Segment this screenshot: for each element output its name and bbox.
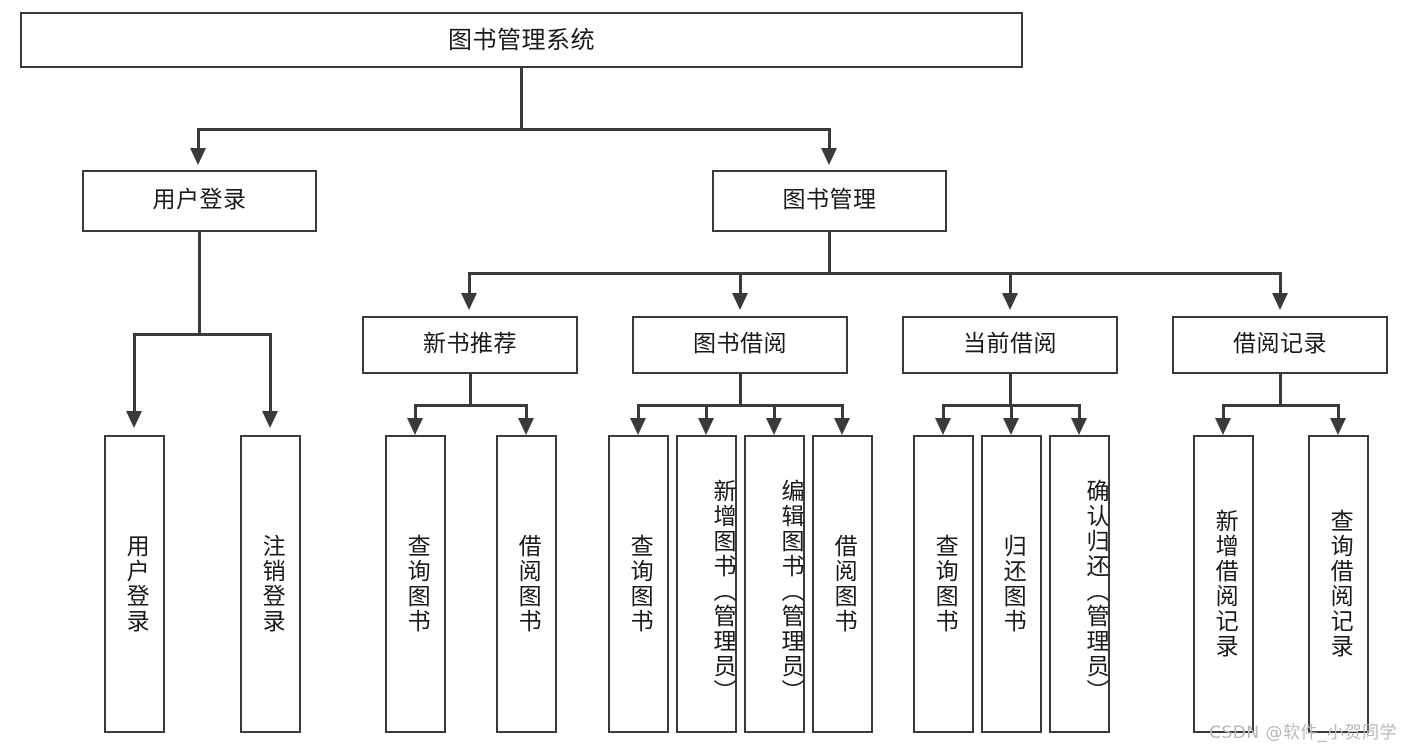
- edge-borrow-record-split-bar: [1222, 404, 1339, 407]
- arrow-bm-to-current-borrow: [1002, 293, 1018, 310]
- leaf-book-borrow-2[interactable]: 编辑图书（管理员）: [744, 435, 805, 733]
- edge-book-management-trunk: [828, 232, 831, 274]
- edge-user-login-to-leaf-0: [133, 333, 136, 413]
- edge-new-book-to-leaf-0: [414, 404, 417, 422]
- leaf-borrow-record-1[interactable]: 查询借阅记录: [1308, 435, 1369, 733]
- edge-borrow-record-to-leaf-1: [1337, 404, 1340, 422]
- edge-current-borrow-trunk: [1009, 374, 1012, 406]
- arrow-root-to-user-login: [190, 148, 206, 165]
- edge-borrow-record-to-leaf-0: [1222, 404, 1225, 422]
- edge-root-to-user-login: [197, 128, 200, 150]
- node-book-management[interactable]: 图书管理: [712, 170, 947, 232]
- arrow-bm-to-borrow-record: [1272, 293, 1288, 310]
- arrow-current-borrow-to-leaf-0: [935, 418, 951, 435]
- edge-new-book-split-bar: [414, 404, 527, 407]
- arrow-user-login-to-leaf-1: [262, 411, 278, 428]
- arrow-book-borrow-to-leaf-3: [834, 418, 850, 435]
- arrow-new-book-to-leaf-1: [518, 418, 534, 435]
- arrow-book-borrow-to-leaf-1: [698, 418, 714, 435]
- edge-user-login-to-leaf-1: [269, 333, 272, 413]
- node-book-borrow[interactable]: 图书借阅: [632, 316, 848, 374]
- arrow-current-borrow-to-leaf-2: [1071, 418, 1087, 435]
- arrow-new-book-to-leaf-0: [407, 418, 423, 435]
- leaf-user-login-1[interactable]: 注销登录: [240, 435, 301, 733]
- edge-book-borrow-split-bar: [637, 404, 843, 407]
- node-user-login[interactable]: 用户登录: [82, 170, 317, 232]
- leaf-current-borrow-0[interactable]: 查询图书: [913, 435, 974, 733]
- leaf-borrow-record-0[interactable]: 新增借阅记录: [1193, 435, 1254, 733]
- edge-book-borrow-to-leaf-1: [705, 404, 708, 422]
- edge-bm-to-borrow-record: [1279, 272, 1282, 295]
- leaf-book-borrow-1[interactable]: 新增图书（管理员）: [676, 435, 737, 733]
- arrow-borrow-record-to-leaf-1: [1330, 418, 1346, 435]
- edge-book-management-split-bar: [468, 272, 1281, 275]
- edge-bm-to-book-borrow: [739, 272, 742, 295]
- node-new-book-recommend[interactable]: 新书推荐: [362, 316, 578, 374]
- leaf-book-borrow-0[interactable]: 查询图书: [608, 435, 669, 733]
- edge-root-split-bar: [197, 128, 831, 131]
- arrow-current-borrow-to-leaf-1: [1003, 418, 1019, 435]
- leaf-user-login-0[interactable]: 用户登录: [104, 435, 165, 733]
- leaf-new-book-0[interactable]: 查询图书: [385, 435, 446, 733]
- edge-bm-to-new-book: [468, 272, 471, 295]
- leaf-new-book-1[interactable]: 借阅图书: [496, 435, 557, 733]
- arrow-book-borrow-to-leaf-0: [630, 418, 646, 435]
- node-current-borrow[interactable]: 当前借阅: [902, 316, 1118, 374]
- edge-user-login-split-bar: [133, 333, 269, 336]
- edge-user-login-trunk: [198, 232, 201, 335]
- edge-root-to-book-management: [828, 128, 831, 150]
- edge-book-borrow-to-leaf-0: [637, 404, 640, 422]
- edge-current-borrow-to-leaf-2: [1078, 404, 1081, 422]
- node-borrow-record[interactable]: 借阅记录: [1172, 316, 1388, 374]
- edge-book-borrow-trunk: [739, 374, 742, 406]
- leaf-current-borrow-1[interactable]: 归还图书: [981, 435, 1042, 733]
- arrow-book-borrow-to-leaf-2: [766, 418, 782, 435]
- leaf-current-borrow-2[interactable]: 确认归还（管理员）: [1049, 435, 1110, 733]
- edge-book-borrow-to-leaf-3: [841, 404, 844, 422]
- arrow-root-to-book-management: [821, 148, 837, 165]
- edge-book-borrow-to-leaf-2: [773, 404, 776, 422]
- edge-current-borrow-to-leaf-0: [942, 404, 945, 422]
- edge-borrow-record-trunk: [1279, 374, 1282, 406]
- edge-root-trunk: [520, 68, 523, 130]
- arrow-bm-to-book-borrow: [732, 293, 748, 310]
- arrow-borrow-record-to-leaf-0: [1215, 418, 1231, 435]
- arrow-bm-to-new-book: [461, 293, 477, 310]
- edge-bm-to-current-borrow: [1009, 272, 1012, 295]
- edge-new-book-trunk: [469, 374, 472, 406]
- edge-new-book-to-leaf-1: [525, 404, 528, 422]
- arrow-user-login-to-leaf-0: [126, 411, 142, 428]
- leaf-book-borrow-3[interactable]: 借阅图书: [812, 435, 873, 733]
- node-root-book-management-system[interactable]: 图书管理系统: [20, 12, 1023, 68]
- edge-current-borrow-to-leaf-1: [1010, 404, 1013, 422]
